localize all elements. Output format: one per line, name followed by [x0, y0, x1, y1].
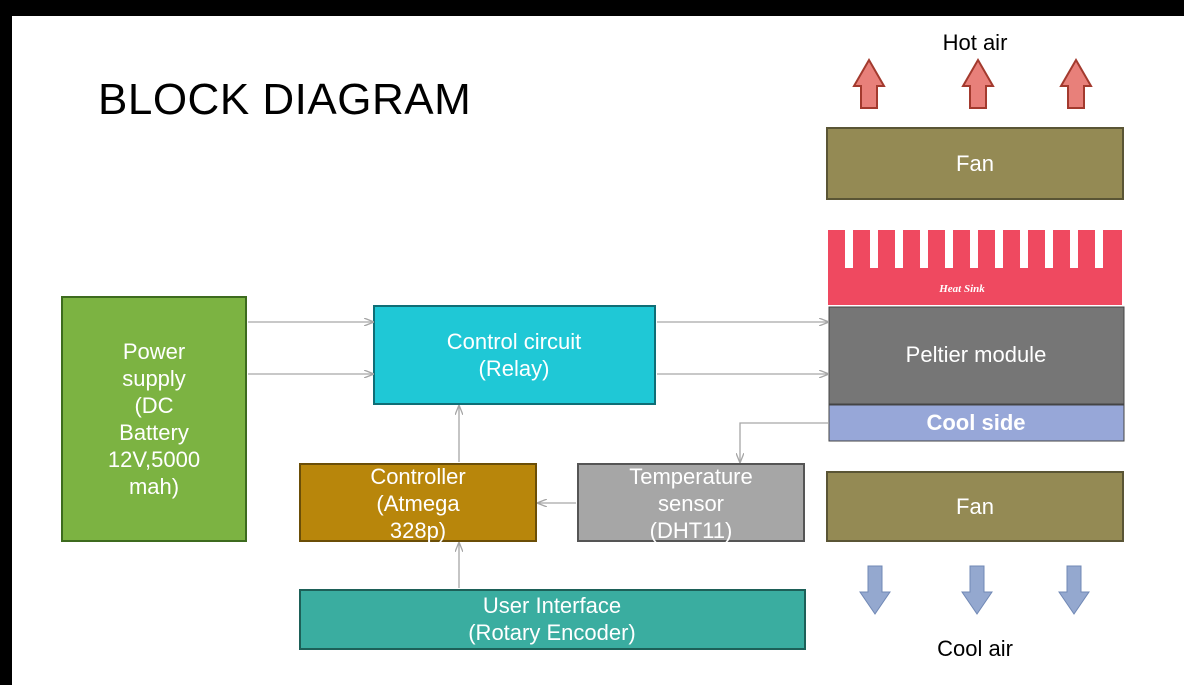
hot-air-arrow-3	[1059, 57, 1093, 109]
temperature-sensor-line-3: (DHT11)	[650, 518, 733, 543]
hot-air-label: Hot air	[943, 30, 1008, 55]
power-supply-line-2: supply	[122, 366, 186, 391]
block-diagram: BLOCK DIAGRAM Hot air Fan Heat Sink Pelt…	[61, 30, 1125, 661]
user-interface-line-2: (Rotary Encoder)	[468, 620, 636, 645]
hot-air-arrow-2	[961, 57, 995, 109]
cool-side-block: Cool side	[828, 404, 1125, 442]
diagram-title: BLOCK DIAGRAM	[98, 75, 471, 124]
power-supply-line-1: Power	[123, 339, 185, 364]
hot-air-arrows	[852, 57, 1093, 109]
user-interface-block: User Interface (Rotary Encoder)	[299, 589, 806, 650]
fan-bottom-block: Fan	[826, 471, 1124, 542]
cool-air-arrow-1	[859, 565, 891, 615]
temperature-sensor-line-2: sensor	[658, 491, 724, 516]
connectors	[248, 322, 828, 588]
fan-top-label: Fan	[956, 151, 994, 176]
controller-line-2: (Atmega	[376, 491, 460, 516]
fan-bottom-label: Fan	[956, 494, 994, 519]
controller-block: Controller (Atmega 328p)	[299, 463, 537, 543]
cool-air-arrow-2	[961, 565, 993, 615]
control-circuit-block: Control circuit (Relay)	[373, 305, 656, 405]
peltier-module-label: Peltier module	[906, 342, 1047, 367]
hot-air-arrow-1	[852, 57, 886, 109]
cool-air-label: Cool air	[937, 636, 1013, 661]
cool-air-arrows	[859, 565, 1090, 615]
control-circuit-line-2: (Relay)	[479, 356, 550, 381]
heat-sink-block: Heat Sink	[828, 230, 1122, 305]
temperature-sensor-block: Temperature sensor (DHT11)	[577, 463, 805, 543]
control-circuit-line-1: Control circuit	[447, 329, 581, 354]
power-supply-block: Power supply (DC Battery 12V,5000 mah)	[61, 296, 247, 542]
peltier-module-block: Peltier module	[828, 306, 1125, 405]
power-supply-line-5: 12V,5000	[108, 447, 200, 472]
temperature-sensor-line-1: Temperature	[629, 464, 753, 489]
heat-sink-label: Heat Sink	[938, 283, 985, 295]
cool-side-label: Cool side	[926, 410, 1025, 435]
power-supply-line-3: (DC	[134, 393, 173, 418]
connector-coolside-to-sensor	[740, 422, 828, 462]
power-supply-line-4: Battery	[119, 420, 189, 445]
cool-air-arrow-3	[1058, 565, 1090, 615]
power-supply-line-6: mah)	[129, 474, 179, 499]
user-interface-line-1: User Interface	[483, 593, 621, 618]
controller-line-3: 328p)	[390, 518, 446, 543]
controller-line-1: Controller	[370, 464, 465, 489]
fan-top-block: Fan	[826, 127, 1124, 200]
slide: BLOCK DIAGRAM Hot air Fan Heat Sink Pelt…	[12, 16, 1184, 685]
